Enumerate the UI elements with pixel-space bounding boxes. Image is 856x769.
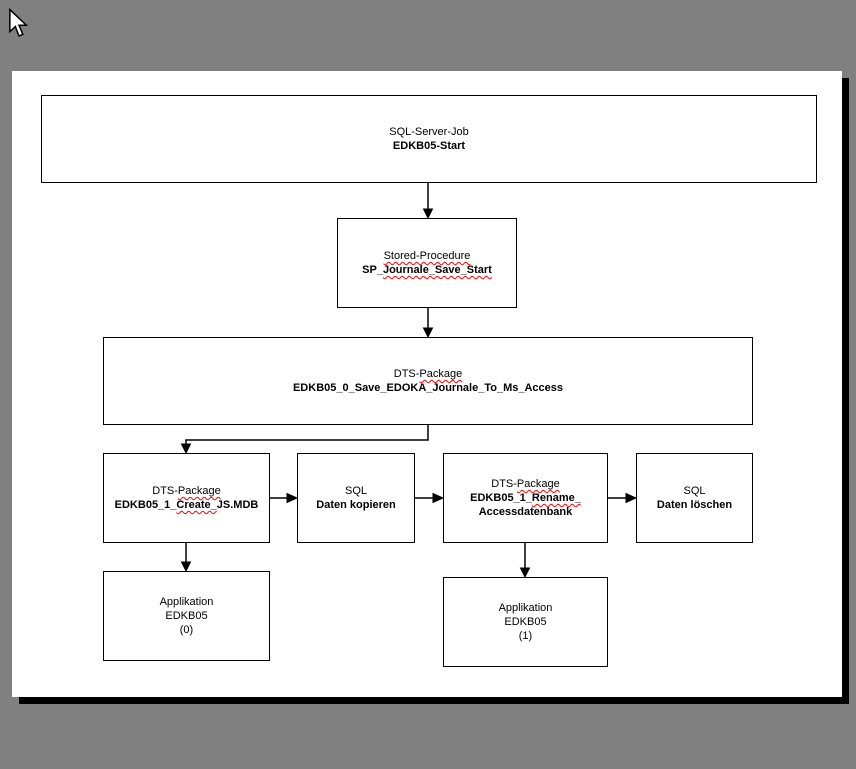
connector-rename-to-app1 (519, 543, 531, 579)
connector-lines (180, 183, 638, 579)
node-name-label-line2: Accessdatenbank (478, 506, 573, 518)
node-line1: Applikation (498, 602, 553, 614)
connector-create-to-copy (270, 492, 299, 504)
node-line3: (1) (518, 630, 533, 642)
connector-start-to-stored (422, 183, 434, 220)
mouse-cursor-icon (8, 7, 30, 45)
node-type-label: DTS-Package (491, 478, 560, 490)
node-name-label: EDKB05_1_Rename_ (470, 492, 581, 504)
connector-rename-to-delete (608, 492, 638, 504)
node-name-label: Daten kopieren (316, 499, 396, 511)
node-applikation-1: Applikation EDKB05 (1) (443, 577, 608, 667)
node-name-label: SP_Journale_Save_Start (362, 264, 492, 276)
node-applikation-0: Applikation EDKB05 (0) (103, 571, 270, 661)
connector-create-to-app0 (180, 543, 192, 573)
connector-stored-to-save (422, 308, 434, 339)
node-name-label: EDKB05_1_Create_JS.MDB (114, 499, 259, 511)
node-stored-procedure: Stored-Procedure SP_Journale_Save_Start (337, 218, 517, 308)
node-sql-daten-loeschen: SQL Daten löschen (636, 453, 753, 543)
node-name-label: EDKB05-Start (392, 140, 466, 152)
node-type-label: SQL-Server-Job (389, 126, 469, 138)
node-name-label: EDKB05_0_Save_EDOKA_Journale_To_Ms_Acces… (292, 382, 564, 394)
node-type-label: Stored-Procedure (383, 250, 471, 262)
node-line3: (0) (179, 624, 194, 636)
node-line2: EDKB05 (165, 610, 208, 622)
document-page: SQL-Server-Job EDKB05-Start Stored-Proce… (12, 71, 842, 697)
node-dts-create-jsmdb: DTS-Package EDKB05_1_Create_JS.MDB (103, 453, 270, 543)
connector-copy-to-rename (415, 492, 445, 504)
node-sql-server-job: SQL-Server-Job EDKB05-Start (41, 95, 817, 183)
connector-save-to-create (180, 425, 429, 455)
node-dts-rename-accessdb: DTS-Package EDKB05_1_Rename_ Accessdaten… (443, 453, 608, 543)
node-type-label: DTS-Package (152, 485, 221, 497)
node-line1: Applikation (159, 596, 214, 608)
node-line2: EDKB05 (504, 616, 547, 628)
node-type-label: SQL (344, 485, 367, 497)
node-sql-daten-kopieren: SQL Daten kopieren (297, 453, 415, 543)
node-name-label: Daten löschen (656, 499, 733, 511)
node-type-label: SQL (683, 485, 706, 497)
node-dts-save-journale: DTS-Package EDKB05_0_Save_EDOKA_Journale… (103, 337, 753, 425)
node-type-label: DTS-Package (393, 368, 463, 380)
